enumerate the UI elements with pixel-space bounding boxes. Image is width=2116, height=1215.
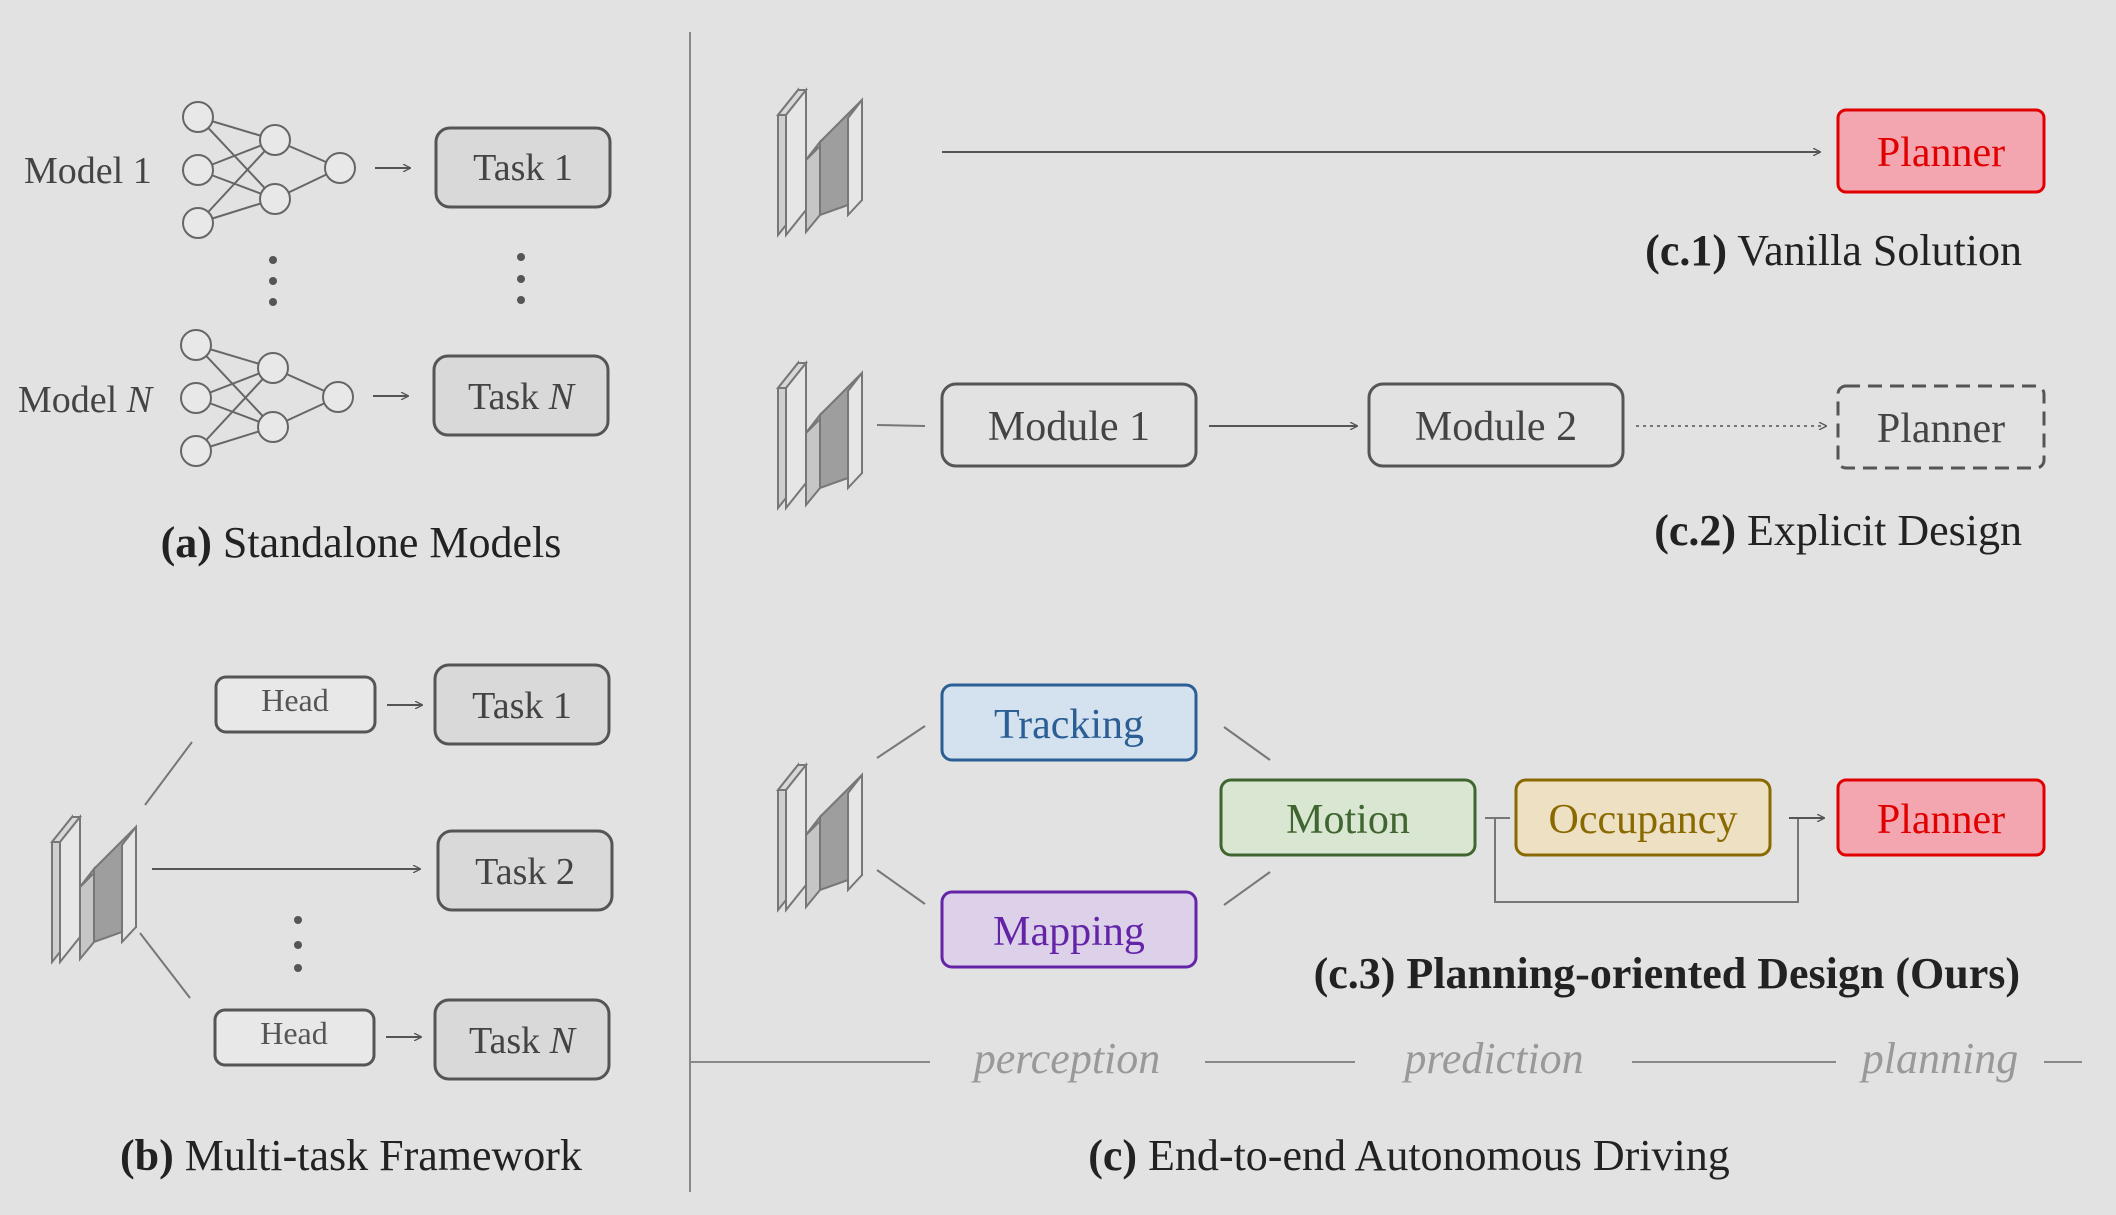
- task-2-label-b: Task 2: [475, 851, 575, 893]
- stage-axis: perception prediction planning: [691, 1034, 2082, 1083]
- link-to-mapping: [876, 869, 926, 905]
- panel-explicit-design: Module 1 Module 2 Planner (c.2) Explicit…: [777, 362, 2046, 555]
- caption-a: (a) Standalone Models: [161, 518, 562, 567]
- head-n-box: [213, 1008, 376, 1067]
- panel-planning-oriented-design: Tracking Mapping Motion Occupancy Planne…: [777, 683, 2046, 998]
- task-n-box-b: [433, 998, 611, 1081]
- link-tracking-motion: [1223, 726, 1271, 761]
- planner-box-c3: [1836, 778, 2046, 857]
- vertical-ellipsis-icon: [269, 253, 525, 306]
- module-2-label: Module 2: [1415, 404, 1577, 450]
- module-2-box: [1367, 382, 1625, 468]
- task-n-label-b: Task N: [469, 1020, 578, 1062]
- head-1-label: Head: [261, 682, 329, 718]
- panel-vanilla-solution: Planner (c.1) Vanilla Solution: [777, 89, 2046, 275]
- mapping-box: [940, 890, 1198, 969]
- stage-planning: planning: [1859, 1034, 2018, 1083]
- link-to-module-1: [876, 424, 926, 427]
- feature-stack-icon-b: [51, 816, 137, 963]
- motion-label: Motion: [1286, 797, 1410, 843]
- feature-stack-icon-c1: [777, 89, 863, 236]
- task-1-label-b: Task 1: [472, 685, 572, 727]
- neural-network-icon-n: [180, 329, 354, 467]
- motion-box: [1219, 778, 1477, 857]
- caption-c: (c) End-to-end Autonomous Driving: [1088, 1131, 1730, 1180]
- task-1-box-a: [434, 126, 612, 209]
- feature-stack-icon-c3: [777, 764, 863, 911]
- panel-standalone-models: Model 1 Task 1 Model N: [18, 101, 612, 567]
- neural-network-icon-1: [182, 101, 356, 239]
- mapping-label: Mapping: [993, 909, 1145, 955]
- caption-c2: (c.2) Explicit Design: [1654, 506, 2022, 555]
- panel-multi-task-framework: Head Task 1 Task 2 Head Task N (b) Multi…: [51, 663, 614, 1180]
- model-n-label: Model N: [18, 379, 155, 421]
- task-1-label-a: Task 1: [473, 147, 573, 189]
- link-mapping-motion: [1223, 871, 1271, 906]
- head-n-label: Head: [260, 1015, 328, 1051]
- caption-c1: (c.1) Vanilla Solution: [1645, 226, 2022, 275]
- planner-box-c2: [1836, 384, 2046, 470]
- occupancy-label: Occupancy: [1549, 797, 1738, 843]
- planner-label-c2: Planner: [1877, 406, 2005, 452]
- task-2-box-b: [436, 829, 614, 912]
- model-1-label: Model 1: [24, 150, 152, 192]
- task-1-box-b: [433, 663, 611, 746]
- tracking-label: Tracking: [994, 702, 1144, 748]
- vertical-ellipsis-icon-b: [294, 916, 302, 972]
- dashed-line-to-head-n: [139, 932, 191, 999]
- occupancy-box: [1514, 778, 1772, 857]
- module-1-label: Module 1: [988, 404, 1150, 450]
- planner-label-c3: Planner: [1877, 797, 2005, 843]
- tracking-box: [940, 683, 1198, 762]
- feature-stack-icon-c2: [777, 362, 863, 509]
- task-n-label-a: Task N: [468, 376, 577, 418]
- link-to-tracking: [876, 725, 926, 759]
- planner-label-c1: Planner: [1877, 130, 2005, 176]
- stage-perception: perception: [971, 1034, 1161, 1083]
- module-1-box: [940, 382, 1198, 468]
- head-1-box: [214, 675, 377, 734]
- task-n-box-a: [432, 354, 610, 437]
- caption-b: (b) Multi-task Framework: [120, 1131, 582, 1180]
- dashed-line-to-head-1: [144, 741, 193, 806]
- stage-prediction: prediction: [1401, 1034, 1583, 1083]
- planner-box-c1: [1836, 108, 2046, 194]
- caption-c3: (c.3) Planning-oriented Design (Ours): [1314, 949, 2020, 998]
